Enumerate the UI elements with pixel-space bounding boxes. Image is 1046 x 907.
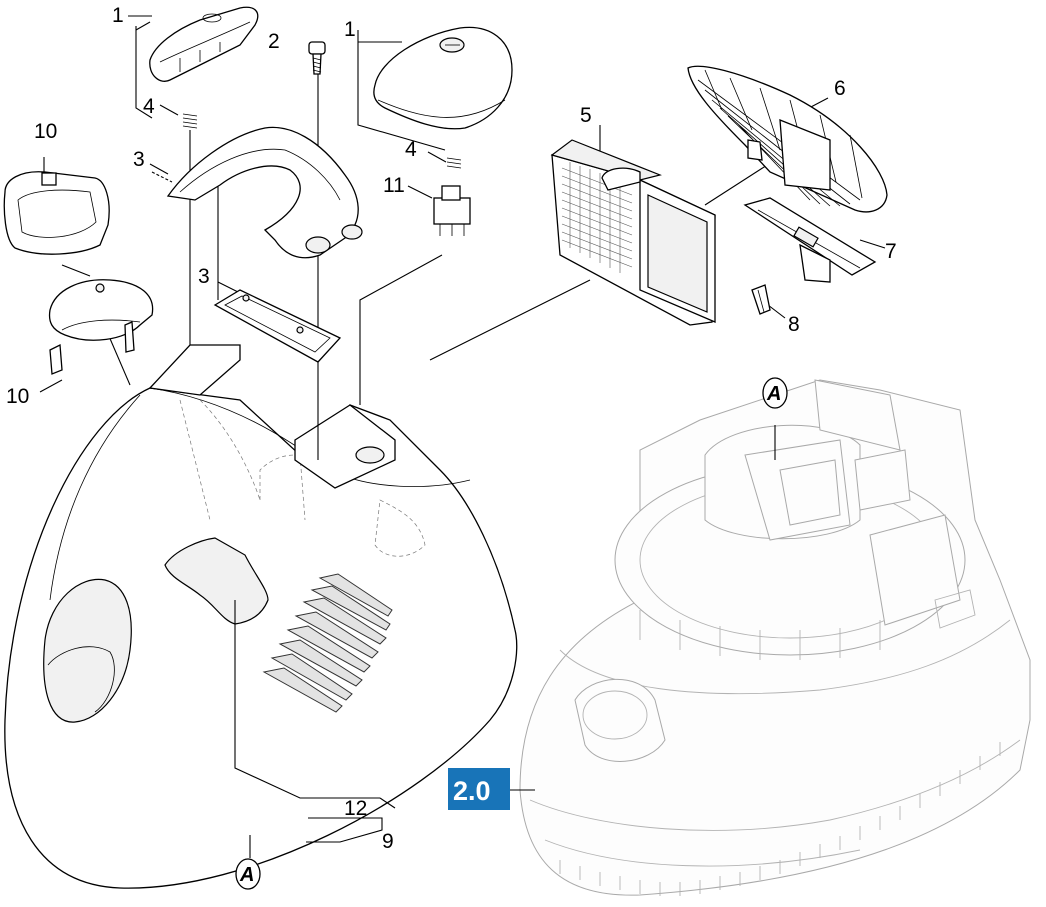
callout-10-lower: 10 [6, 385, 29, 408]
part-1-cap-left [149, 6, 259, 82]
reference-mark-a-bottom: A [235, 858, 261, 890]
ref-a-bottom-text: A [239, 864, 254, 886]
part-3-handle-bracket [151, 126, 363, 259]
callout-7: 7 [885, 240, 897, 263]
part-1-cap-right [373, 26, 513, 130]
callout-6: 6 [834, 77, 846, 100]
callout-4-left: 4 [143, 95, 155, 118]
section-label-text: 2.0 [453, 776, 491, 806]
callout-4-right: 4 [405, 138, 417, 161]
callout-1-left: 1 [112, 4, 124, 27]
callout-numbers: 1 1 2 4 4 3 3 10 10 11 5 6 7 8 12 9 [6, 4, 897, 853]
part-6-filter-grill-cover [687, 65, 888, 213]
part-4-spring-right [446, 157, 462, 169]
callout-1-right: 1 [344, 18, 356, 41]
callout-11: 11 [383, 174, 405, 197]
callout-5: 5 [580, 104, 592, 127]
part-5-filter-cassette [550, 139, 716, 326]
part-7-filter-mount [743, 197, 877, 283]
callout-3-upper: 3 [133, 148, 145, 171]
part-10-hood-cap [48, 279, 154, 375]
callout-8: 8 [788, 313, 800, 336]
main-cover-housing [4, 344, 518, 889]
callout-2: 2 [268, 30, 280, 53]
part-3-plate [213, 289, 342, 363]
section-label-badge: 2.0 [448, 768, 510, 810]
callout-9: 9 [382, 830, 394, 853]
callout-3-lower: 3 [198, 265, 210, 288]
callout-12: 12 [344, 797, 367, 820]
callout-10-upper: 10 [34, 120, 57, 143]
part-10-dust-bag-holder [3, 171, 110, 255]
ref-a-top-text: A [766, 383, 781, 405]
part-2-screw [308, 41, 326, 75]
filter-pleats [561, 162, 633, 273]
part-8-clip [751, 284, 771, 315]
motor-housing-illustration [519, 379, 1031, 896]
reference-mark-a-top: A [762, 377, 788, 409]
part-11-switch [433, 185, 471, 236]
vent-grill [262, 573, 393, 713]
leader-lines [39, 15, 886, 858]
part-4-spring-left [182, 113, 198, 129]
